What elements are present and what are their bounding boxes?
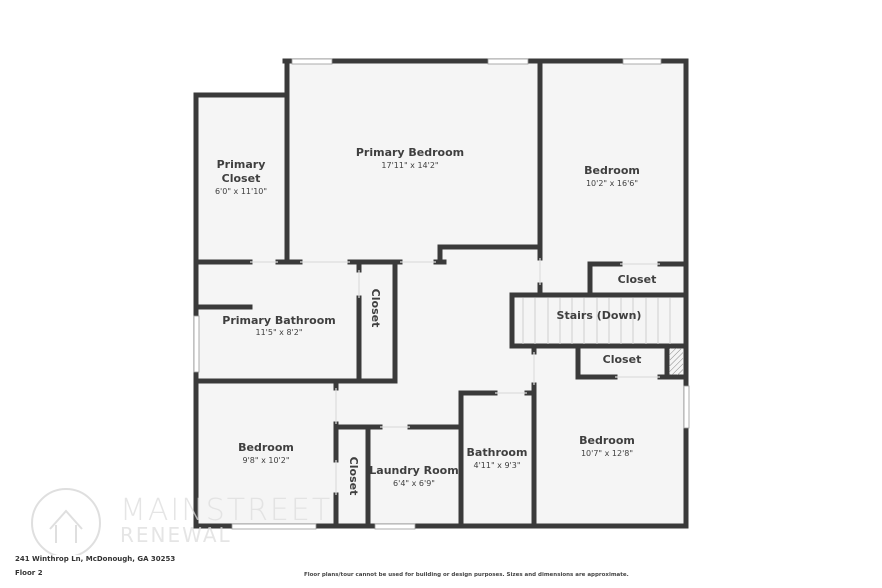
room-closet-under-stairs: Closet <box>603 353 642 366</box>
room-stairs: Stairs (Down) <box>557 309 642 322</box>
room-bedroom-southeast: Bedroom <box>579 434 635 447</box>
hatched-chase <box>669 348 683 375</box>
room-closet-bathroom: Closet <box>369 289 382 328</box>
room-labels: Primary Bedroom 17'11" x 14'2" Primary C… <box>215 146 656 495</box>
property-address: 241 Winthrop Ln, McDonough, GA 30253 <box>15 555 176 563</box>
svg-text:6'4" x 6'9": 6'4" x 6'9" <box>393 479 435 488</box>
svg-text:9'8" x 10'2": 9'8" x 10'2" <box>242 456 289 465</box>
svg-text:10'7" x 12'8": 10'7" x 12'8" <box>581 449 633 458</box>
room-closet-laundry: Closet <box>347 457 360 496</box>
room-bedroom-southwest: Bedroom <box>238 441 294 454</box>
svg-text:6'0" x 11'10": 6'0" x 11'10" <box>215 187 267 196</box>
svg-text:4'11" x 9'3": 4'11" x 9'3" <box>473 461 520 470</box>
svg-text:Closet: Closet <box>222 172 261 185</box>
room-bathroom: Bathroom <box>467 446 528 459</box>
stair-treads <box>522 298 671 344</box>
windows <box>193 58 690 530</box>
svg-text:11'5" x 8'2": 11'5" x 8'2" <box>255 328 302 337</box>
svg-text:17'11" x 14'2": 17'11" x 14'2" <box>381 161 438 170</box>
room-primary-bedroom: Primary Bedroom <box>356 146 464 159</box>
room-primary-closet: Primary <box>217 158 266 171</box>
room-closet-northeast: Closet <box>618 273 657 286</box>
room-laundry: Laundry Room <box>369 464 458 477</box>
door-openings <box>250 258 660 495</box>
room-bedroom-northeast: Bedroom <box>584 164 640 177</box>
room-primary-bathroom: Primary Bathroom <box>222 314 335 327</box>
disclaimer: Floor plans/tour cannot be used for buil… <box>304 572 629 578</box>
svg-text:10'2" x 16'6": 10'2" x 16'6" <box>586 179 638 188</box>
floor-label: Floor 2 <box>15 569 43 577</box>
